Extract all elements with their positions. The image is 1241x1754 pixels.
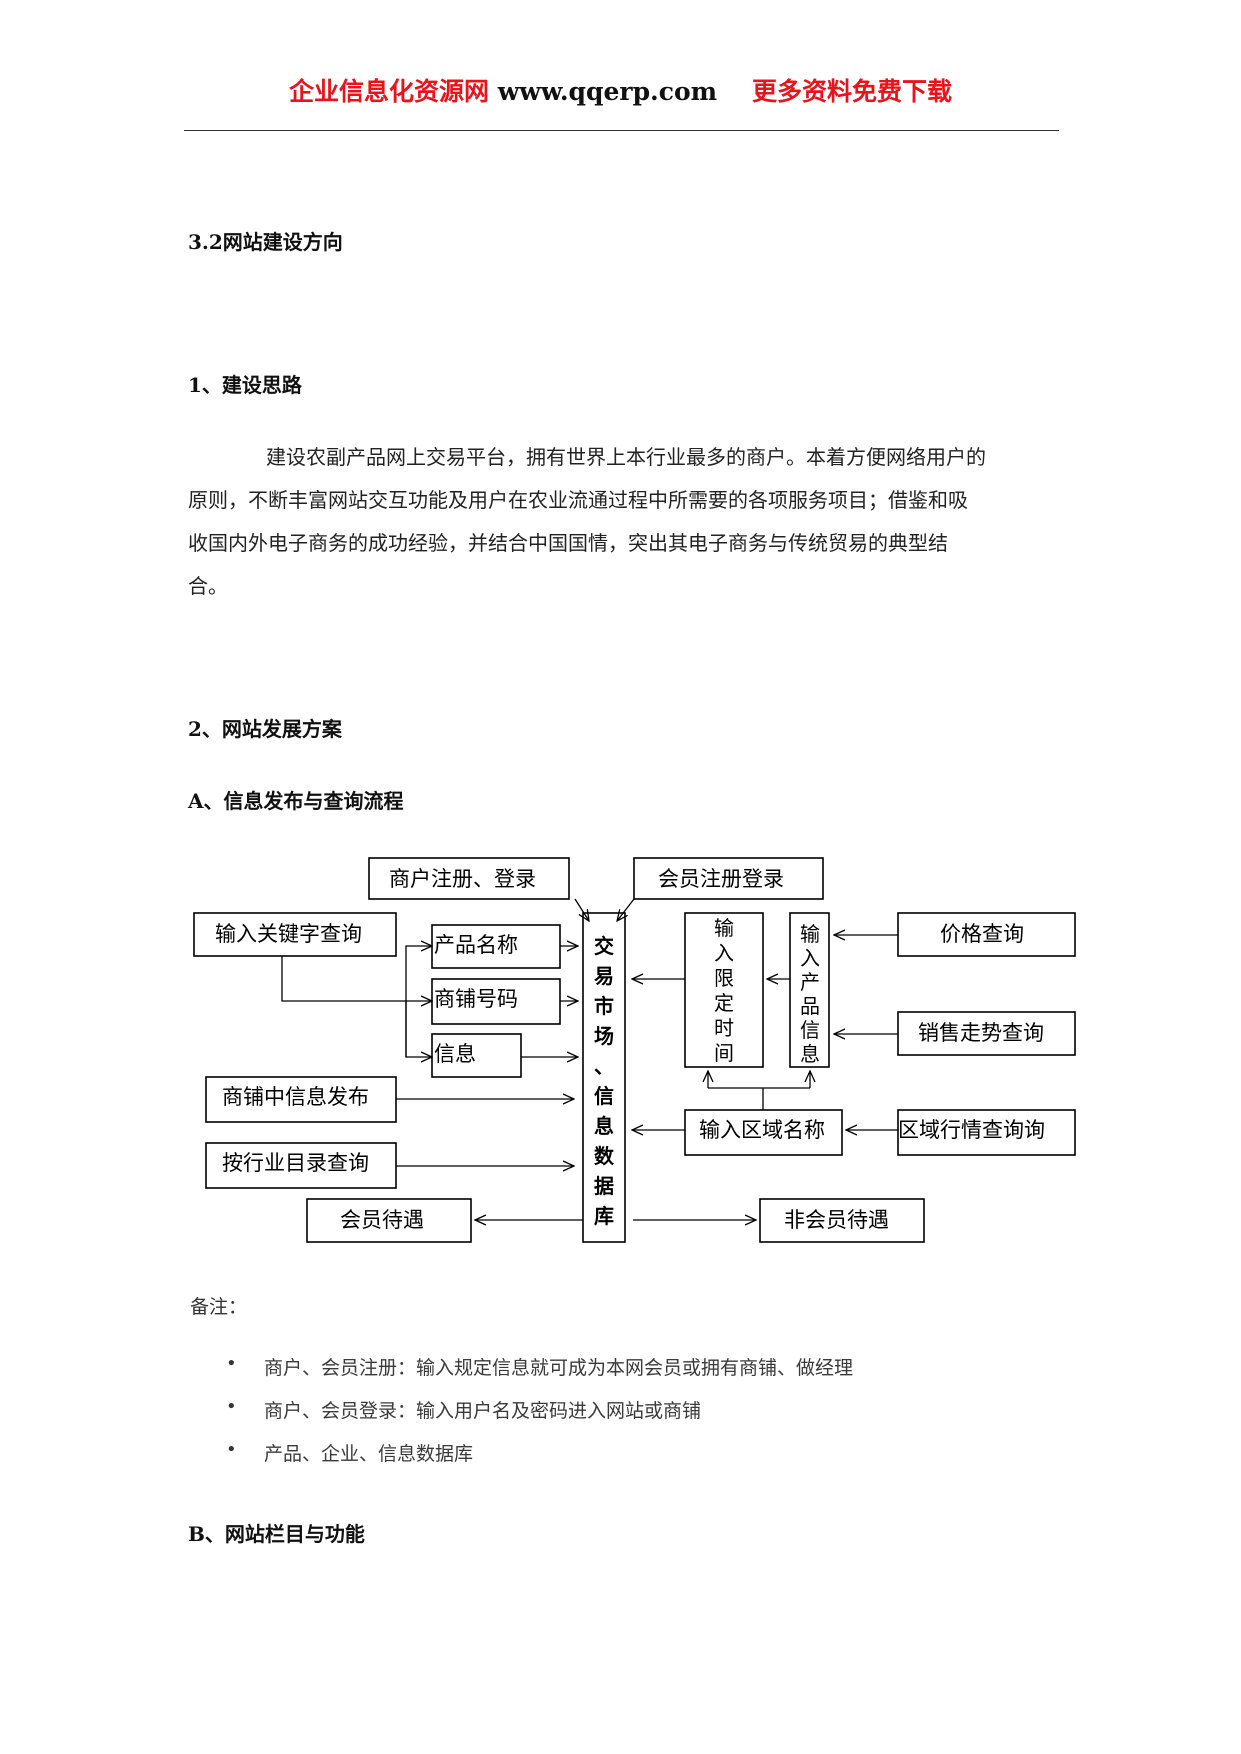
label-merchant-register: 商户注册、登录 — [389, 867, 536, 891]
vertical-char: 、 — [594, 1054, 614, 1078]
label-shop-info-publish: 商铺中信息发布 — [222, 1085, 369, 1109]
vertical-char: 输 — [714, 916, 734, 940]
note-text: 商户、会员注册：输入规定信息就可成为本网会员或拥有商铺、做经理 — [264, 1357, 854, 1379]
bullet-icon: • — [226, 1353, 237, 1374]
arrow-to-info — [405, 1001, 432, 1057]
box-keyword-query — [193, 912, 397, 957]
box-merchant-register — [368, 857, 570, 900]
part1-paragraph: 建设农副产品网上交易平台，拥有世界上本行业最多的商户。本着方便网络用户的 原则，… — [188, 436, 1068, 608]
box-non-member-treatment — [759, 1198, 925, 1243]
page-header: 企业信息化资源网 www.qqerp.com 更多资料免费下载 — [0, 72, 1241, 108]
list-item: • 商户、会员登录：输入用户名及密码进入网站或商铺 — [190, 1396, 853, 1439]
box-member-register — [633, 857, 824, 900]
label-industry-directory: 按行业目录查询 — [222, 1151, 369, 1175]
vertical-char: 入 — [800, 946, 820, 970]
box-member-treatment — [306, 1198, 472, 1243]
arrow-keyword-to-shop-number — [281, 956, 432, 1001]
note-text: 产品、企业、信息数据库 — [264, 1443, 474, 1465]
part1-heading: 1、建设思路 — [188, 373, 302, 397]
vertical-char: 交 — [594, 934, 614, 958]
arrow-member-to-db — [617, 898, 635, 921]
arrow-merchant-to-db — [574, 898, 589, 921]
vertical-char: 息 — [800, 1042, 820, 1066]
label-shop-number: 商铺号码 — [434, 987, 518, 1011]
label-region-name: 输入区域名称 — [699, 1118, 825, 1142]
bullet-icon: • — [226, 1439, 237, 1460]
bullet-icon: • — [226, 1396, 237, 1417]
vertical-char: 据 — [594, 1174, 614, 1198]
paragraph-line: 原则，不断丰富网站交互功能及用户在农业流通过程中所需要的各项服务项目；借鉴和吸 — [188, 488, 968, 512]
part2-sub-b: B、网站栏目与功能 — [188, 1522, 365, 1546]
header-slogan: 更多资料免费下载 — [751, 77, 952, 106]
paragraph-line: 合。 — [188, 574, 228, 598]
part2-heading: 2、网站发展方案 — [188, 717, 342, 741]
label-member-register: 会员注册登录 — [658, 867, 784, 891]
label-region-market: 区域行情查询询 — [898, 1118, 1045, 1142]
vertical-char: 信 — [800, 1018, 820, 1042]
vertical-char: 息 — [594, 1114, 614, 1138]
vertical-char: 市 — [594, 994, 614, 1018]
paragraph-line: 收国内外电子商务的成功经验，并结合中国国情，突出其电子商务与传统贸易的典型结 — [188, 531, 948, 555]
header-url[interactable]: www.qqerp.com — [497, 77, 718, 106]
box-database — [582, 912, 626, 1243]
vertical-char: 时 — [714, 1016, 734, 1040]
label-non-member-treatment: 非会员待遇 — [784, 1208, 889, 1232]
notes-label: 备注： — [190, 1296, 248, 1318]
box-product-info — [789, 912, 830, 1068]
note-text: 商户、会员登录：输入用户名及密码进入网站或商铺 — [264, 1400, 702, 1422]
vertical-char: 易 — [594, 964, 614, 988]
vertical-char: 库 — [594, 1204, 614, 1228]
part2-sub-a: A、信息发布与查询流程 — [188, 789, 404, 813]
section-title: 3.2网站建设方向 — [188, 230, 343, 254]
vertical-char: 间 — [714, 1041, 734, 1065]
header-divider — [184, 130, 1059, 131]
paragraph-line: 建设农副产品网上交易平台，拥有世界上本行业最多的商户。本着方便网络用户的 — [188, 436, 1068, 479]
list-item: • 商户、会员注册：输入规定信息就可成为本网会员或拥有商铺、做经理 — [190, 1353, 853, 1396]
header-site-name: 企业信息化资源网 — [289, 77, 490, 106]
vertical-char: 入 — [714, 941, 734, 965]
vertical-char: 数 — [594, 1144, 615, 1168]
vertical-char: 限 — [714, 966, 734, 990]
label-keyword-query: 输入关键字查询 — [215, 922, 362, 946]
paragraph-line-1: 建设农副产品网上交易平台，拥有世界上本行业最多的商户。本着方便网络用户的 — [266, 445, 986, 469]
vertical-char: 信 — [594, 1084, 614, 1108]
box-region-market — [897, 1109, 1076, 1156]
label-price-query: 价格查询 — [940, 922, 1024, 946]
vertical-char: 场 — [594, 1024, 614, 1048]
label-product-name: 产品名称 — [434, 933, 518, 957]
list-item: • 产品、企业、信息数据库 — [190, 1439, 853, 1482]
label-info: 信息 — [434, 1042, 476, 1066]
vertical-char: 产 — [800, 970, 820, 994]
label-sales-trend: 销售走势查询 — [918, 1021, 1044, 1045]
box-time-limit — [684, 912, 764, 1068]
label-member-treatment: 会员待遇 — [340, 1208, 424, 1232]
vertical-char: 输 — [800, 922, 820, 946]
vertical-char: 定 — [714, 991, 734, 1015]
vertical-char: 品 — [800, 994, 820, 1018]
notes-list: • 商户、会员注册：输入规定信息就可成为本网会员或拥有商铺、做经理 • 商户、会员登… — [190, 1353, 853, 1482]
